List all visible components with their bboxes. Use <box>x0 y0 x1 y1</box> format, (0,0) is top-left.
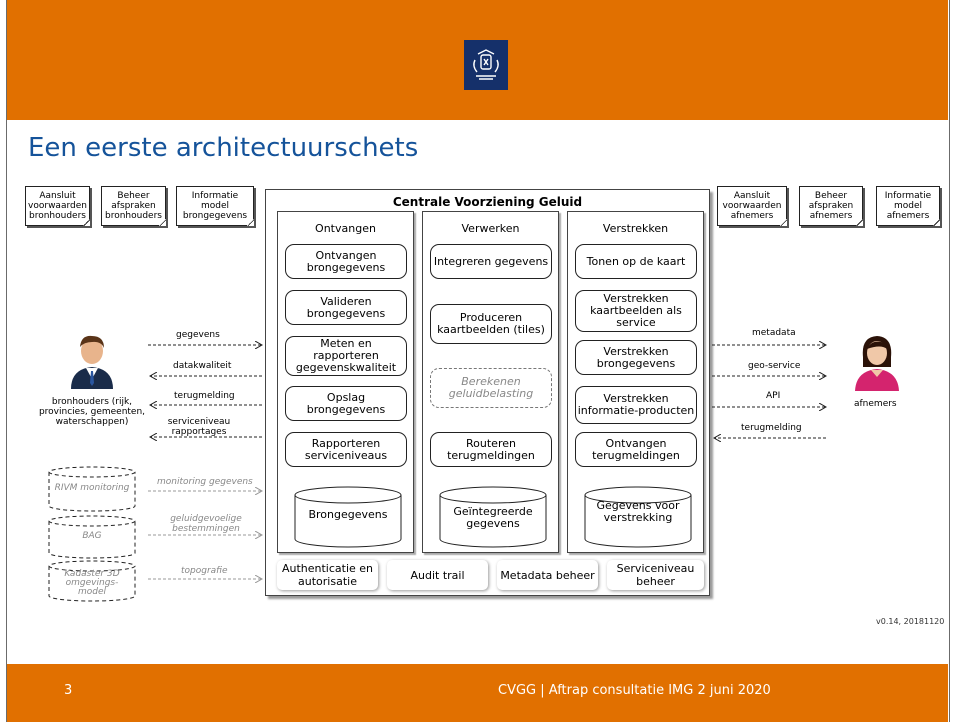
process-produceren-kaartbeelden: Produceren kaartbeelden (tiles) <box>430 304 552 344</box>
flow-label-gegevens: gegevens <box>176 330 220 340</box>
service-authenticatie: Authenticatie en autorisatie <box>277 560 378 590</box>
centrale-voorziening-geluid: Centrale Voorziening Geluid Ontvangen On… <box>265 189 710 596</box>
footer-bar <box>7 664 948 722</box>
flow-label-terugmelding: terugmelding <box>174 391 235 401</box>
flow-label-geluidgevoelig: geluidgevoelige bestemmingen <box>170 514 242 534</box>
process-ontvangen-brongegevens: Ontvangen brongegevens <box>285 244 407 279</box>
version-label: v0.14, 20181120 <box>876 617 945 626</box>
column-heading: Verwerken <box>461 222 520 235</box>
column-verwerken: Verwerken Integreren gegevens Produceren… <box>422 211 559 553</box>
column-heading: Verstrekken <box>602 222 669 235</box>
source-kadaster-cylinder <box>48 560 136 602</box>
footer-text: CVGG | Aftrap consultatie IMG 2 juni 202… <box>498 683 771 698</box>
process-tonen-op-kaart: Tonen op de kaart <box>575 244 697 279</box>
service-metadata-beheer: Metadata beheer <box>497 560 598 590</box>
process-opslag-brongegevens: Opslag brongegevens <box>285 386 407 421</box>
source-label-rivm: RIVM monitoring <box>54 483 130 493</box>
flow-label-geo-service: geo-service <box>748 361 801 371</box>
process-rapporteren-serviceniveaus: Rapporteren serviceniveaus <box>285 432 407 467</box>
datastore-geintegreerde-gegevens: Geïntegreerde gegevens <box>439 486 547 548</box>
datastore-gegevens-voor-verstrekking: Gegevens voor verstrekking <box>584 486 692 548</box>
actor-bronhouders: bronhouders (rijk, provincies, gemeenten… <box>38 397 146 427</box>
column-verstrekken: Verstrekken Tonen op de kaart Verstrekke… <box>567 211 704 553</box>
rijksoverheid-logo-icon <box>464 40 508 90</box>
flow-label-monitoring: monitoring gegevens <box>157 477 253 487</box>
actor-afnemers: afnemers <box>854 399 897 409</box>
doc-beheerafspraken-afnemers: Beheer afspraken afnemers <box>799 186 863 226</box>
source-label-kadaster: Kadaster 3D omgevings-model <box>64 569 120 597</box>
column-heading: Ontvangen <box>315 222 376 235</box>
flow-label-topografie: topografie <box>181 566 228 576</box>
process-meten-rapporteren: Meten en rapporteren gegevenskwaliteit <box>285 336 407 376</box>
doc-aansluitvoorwaarden-bronhouders: Aansluit voorwaarden bronhouders <box>25 186 90 226</box>
column-ontvangen: Ontvangen Ontvangen brongegevens Valider… <box>277 211 414 553</box>
cvg-title: Centrale Voorziening Geluid <box>392 195 583 209</box>
process-valideren-brongegevens: Valideren brongegevens <box>285 290 407 325</box>
doc-beheerafspraken-bronhouders: Beheer afspraken bronhouders <box>101 186 166 226</box>
flow-label-api: API <box>766 391 781 401</box>
flow-label-metadata: metadata <box>752 328 796 338</box>
service-audit-trail: Audit trail <box>387 560 488 590</box>
source-bag-cylinder <box>48 515 136 559</box>
male-person-icon <box>67 331 117 389</box>
datastore-label: Geïntegreerde gegevens <box>453 505 533 530</box>
process-verstrekken-brongegevens: Verstrekken brongegevens <box>575 340 697 375</box>
process-integreren-gegevens: Integreren gegevens <box>430 244 552 279</box>
slide-title: Een eerste architectuurschets <box>28 133 419 163</box>
process-verstrekken-kaartbeelden: Verstrekken kaartbeelden als service <box>575 290 697 332</box>
process-verstrekken-informatieproducten: Verstrekken informatie-producten <box>575 386 697 424</box>
slide-number: 3 <box>64 683 73 698</box>
datastore-brongegevens: Brongegevens <box>294 486 402 548</box>
flow-label-terugmelding-right: terugmelding <box>741 423 802 433</box>
source-label-bag: BAG <box>82 531 102 541</box>
doc-informatiemodel-brongegevens: Informatie model brongegevens <box>176 186 254 226</box>
service-serviceniveau-beheer: Serviceniveau beheer <box>607 560 704 590</box>
process-berekenen-geluidbelasting: Berekenen geluidbelasting <box>430 368 552 408</box>
doc-informatiemodel-afnemers: Informatie model afnemers <box>876 186 940 226</box>
process-ontvangen-terugmeldingen: Ontvangen terugmeldingen <box>575 432 697 467</box>
process-routeren-terugmeldingen: Routeren terugmeldingen <box>430 432 552 467</box>
datastore-label: Brongegevens <box>308 508 388 521</box>
datastore-label: Gegevens voor verstrekking <box>596 499 680 524</box>
source-rivm-cylinder <box>48 466 136 512</box>
flow-label-serviceniveau: serviceniveau rapportages <box>167 417 231 437</box>
doc-aansluitvoorwaarden-afnemers: Aansluit voorwaarden afnemers <box>717 186 787 226</box>
female-person-icon <box>851 331 903 391</box>
flow-label-datakwaliteit: datakwaliteit <box>173 361 232 371</box>
